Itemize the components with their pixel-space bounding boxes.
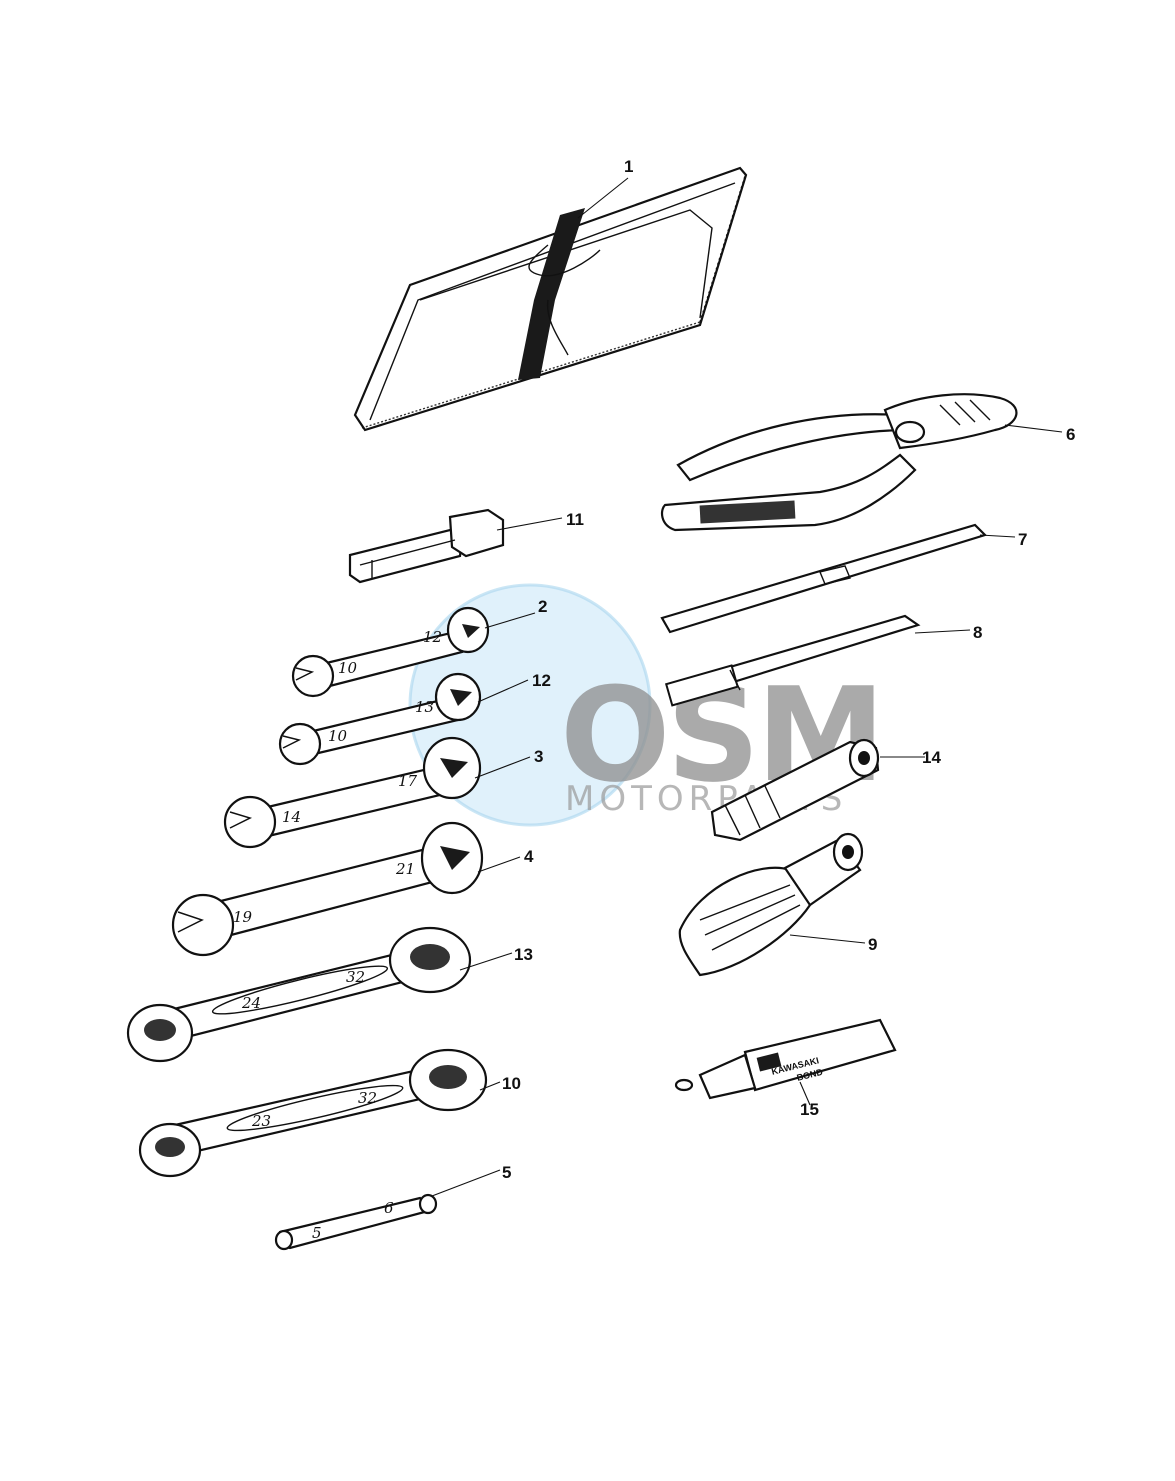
svg-text:12: 12: [423, 628, 442, 646]
callout-9: 9: [868, 935, 877, 954]
callout-1: 1: [624, 157, 633, 176]
callout-2: 2: [538, 597, 547, 616]
screwdriver-flat: [660, 523, 988, 634]
callout-5: 5: [502, 1163, 511, 1182]
callout-14: 14: [922, 748, 941, 767]
svg-text:21: 21: [395, 860, 415, 878]
svg-text:32: 32: [346, 968, 365, 986]
socket-handle: [710, 738, 880, 842]
svg-text:5: 5: [312, 1224, 322, 1242]
tool-pouch: [353, 166, 748, 432]
svg-text:14: 14: [282, 808, 301, 826]
wrench-10-13: 10 13: [278, 672, 482, 766]
callout-6: 6: [1066, 425, 1075, 444]
svg-text:23: 23: [251, 1112, 271, 1130]
svg-text:19: 19: [233, 908, 253, 926]
svg-text:10: 10: [328, 727, 348, 745]
svg-text:10: 10: [338, 659, 358, 677]
callout-4: 4: [524, 847, 534, 866]
pliers: [660, 393, 1018, 532]
callouts: 1 2 3 4 5 6 7 8 9 10 11 12 13 14 15: [502, 157, 1075, 1182]
callout-3: 3: [534, 747, 543, 766]
callout-13: 13: [514, 945, 533, 964]
callout-12: 12: [532, 671, 551, 690]
callout-11: 11: [566, 510, 584, 529]
callout-10: 10: [502, 1074, 521, 1093]
grease-brush: [678, 832, 864, 977]
ring-spanner-24-32: 24 32: [126, 926, 472, 1063]
kawasaki-bond-tube: KAWASAKI BOND: [674, 1018, 897, 1100]
screwdriver-phillips: [664, 614, 921, 707]
wrench-14-17: 14 17: [223, 736, 482, 849]
wrench-19-21: 19 21: [171, 821, 484, 957]
wrench-10-12: 10 12: [291, 606, 490, 698]
spark-plug-socket: [348, 508, 505, 584]
leader-lines: [431, 177, 1063, 1197]
callout-8: 8: [973, 623, 982, 642]
svg-text:17: 17: [398, 772, 418, 790]
ring-spanner-23-32: 23 32: [138, 1048, 488, 1178]
svg-text:13: 13: [415, 698, 434, 716]
callout-15: 15: [800, 1100, 819, 1119]
wrench-5-6: 5 6: [274, 1193, 438, 1251]
svg-text:6: 6: [384, 1199, 394, 1217]
callout-7: 7: [1018, 530, 1027, 549]
svg-text:32: 32: [358, 1089, 377, 1107]
svg-text:24: 24: [241, 994, 261, 1012]
